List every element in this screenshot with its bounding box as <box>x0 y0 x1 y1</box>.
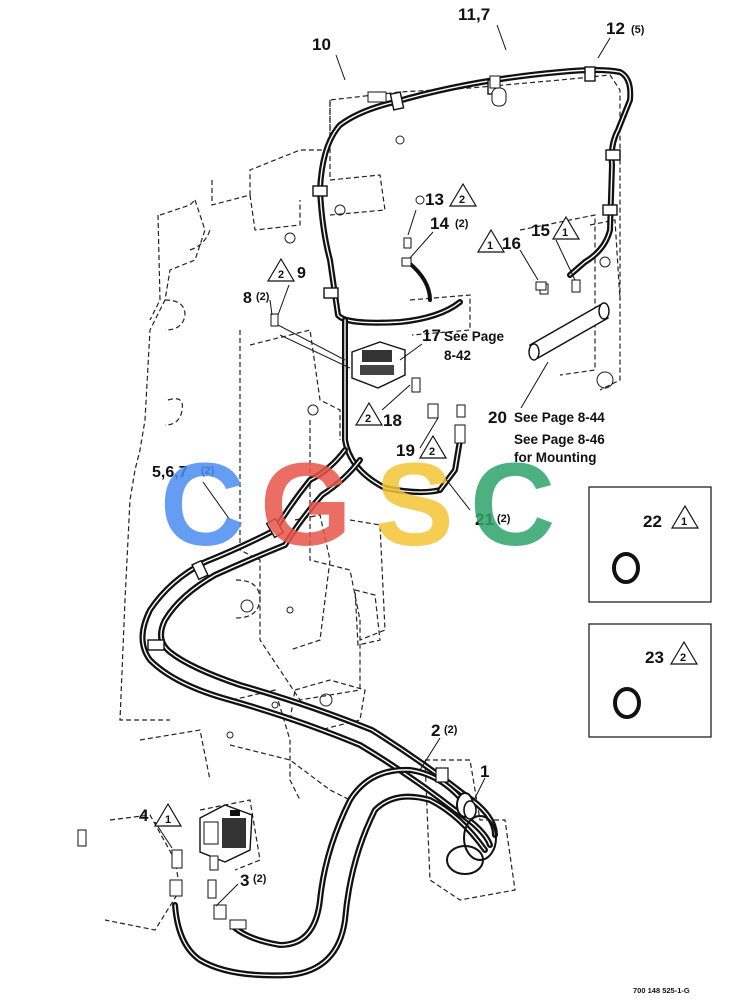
triangle-4-icon <box>153 802 183 827</box>
valve-block <box>199 804 253 871</box>
callout-20-note-3: for Mounting <box>514 450 596 465</box>
triangle-16-icon <box>476 228 506 253</box>
callout-8-qty: (2) <box>256 291 270 303</box>
watermark-letter-g: G <box>260 439 352 571</box>
callout-12-qty: (5) <box>631 24 645 36</box>
watermark-letter-c1: C <box>160 439 245 571</box>
callout-14-qty: (2) <box>455 218 469 230</box>
callout-19: 19 <box>396 441 415 460</box>
triangle-23-icon <box>669 640 699 665</box>
hose-5-6-7 <box>139 447 498 848</box>
hose-3 <box>172 793 488 979</box>
callout-12: 12 <box>606 19 625 38</box>
hose-14 <box>406 260 432 302</box>
o-ring-23-icon <box>613 687 641 719</box>
callout-2: 2 <box>431 721 440 740</box>
callout-3-qty: (2) <box>253 873 267 885</box>
frame-structure <box>104 74 621 931</box>
callout-22-tri: 1 <box>681 516 687 528</box>
callout-11-7: 11,7 <box>458 5 490 24</box>
triangle-15-icon <box>551 215 581 240</box>
triangle-19-icon <box>418 434 448 459</box>
callout-22: 22 <box>643 512 662 531</box>
callout-16-tri: 1 <box>487 240 493 252</box>
callout-13: 13 <box>425 190 444 209</box>
hose-12 <box>392 67 634 278</box>
callout-9-tri: 2 <box>278 269 284 281</box>
triangle-9-icon <box>266 257 296 282</box>
callout-23: 23 <box>645 648 664 667</box>
callout-4: 4 <box>139 806 149 825</box>
callout-4-tri: 1 <box>165 814 171 826</box>
callout-5-6-7: 5,6,7 <box>152 464 188 481</box>
callout-17: 17 <box>422 326 441 345</box>
callout-20-note-2: See Page 8-46 <box>514 432 605 447</box>
hose-2 <box>232 766 473 948</box>
callout-23-tri: 2 <box>680 652 686 664</box>
watermark-letter-c2: C <box>470 439 555 571</box>
hose-10 <box>317 99 463 326</box>
callout-1: 1 <box>480 762 489 781</box>
callout-20: 20 <box>488 408 507 427</box>
cylinder-20 <box>528 279 610 361</box>
valve-17 <box>351 341 406 389</box>
triangle-22-icon <box>670 504 700 529</box>
bulkhead-fitting-1 <box>435 767 497 875</box>
callout-labels: 1 2 (2) 3 (2) 4 1 5,6,7 (2) 8 (2) 9 2 10… <box>139 5 687 890</box>
figure-reference: 700 148 525-1-G <box>633 986 690 995</box>
o-ring-22-icon <box>612 552 640 584</box>
inset-box-22 <box>588 486 712 603</box>
callout-17-note: See Page <box>444 329 505 344</box>
callout-14: 14 <box>430 214 449 233</box>
frame-holes <box>226 135 614 739</box>
callout-13-tri: 2 <box>459 194 465 206</box>
inset-box-23 <box>588 623 712 738</box>
callout-18-tri: 2 <box>365 413 371 425</box>
callout-21-qty: (2) <box>497 513 511 525</box>
callout-3: 3 <box>240 871 249 890</box>
watermark-logo: C G S C <box>160 439 555 571</box>
callout-16: 16 <box>502 234 521 253</box>
callout-9: 9 <box>297 265 306 282</box>
callout-2-qty: (2) <box>444 724 458 736</box>
callout-19-tri: 2 <box>429 446 435 458</box>
triangle-18-icon <box>354 401 384 426</box>
triangle-markers <box>153 182 700 827</box>
callout-17-page: 8-42 <box>444 348 471 363</box>
callout-8: 8 <box>243 290 252 307</box>
watermark-letter-s: S <box>375 439 454 571</box>
hose-21 <box>342 317 463 496</box>
callout-21: 21 <box>475 510 494 529</box>
callout-15-tri: 1 <box>562 227 568 239</box>
callout-15: 15 <box>531 221 550 240</box>
triangle-13-icon <box>448 182 478 207</box>
callout-10: 10 <box>312 35 331 54</box>
small-fittings <box>77 75 547 930</box>
callout-5-6-7-qty: (2) <box>201 465 215 477</box>
callout-20-note-1: See Page 8-44 <box>514 410 605 425</box>
callout-18: 18 <box>383 411 402 430</box>
